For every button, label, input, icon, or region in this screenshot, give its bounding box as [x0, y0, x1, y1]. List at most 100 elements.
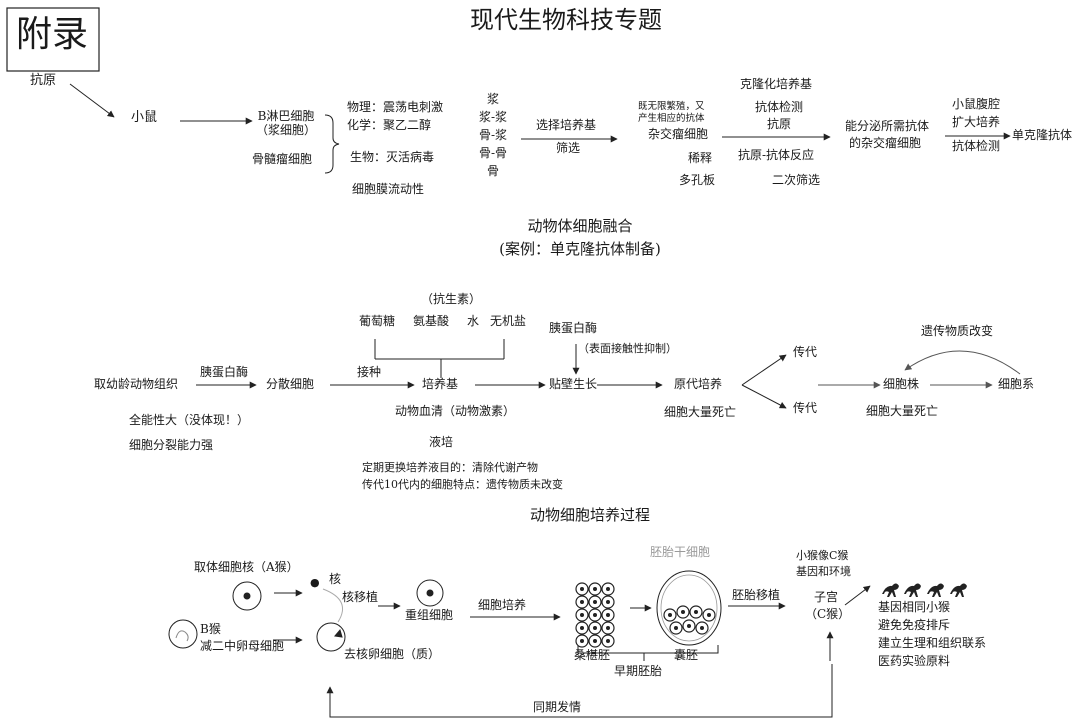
label-serum: 动物血清（动物激素） [395, 404, 516, 418]
label-antigen-2: 抗原 [767, 117, 792, 131]
label-c-monkey: （C猴） [805, 607, 851, 621]
label-contact-inhibition: （表面接触性抑制） [578, 342, 677, 355]
label-dilute: 稀释 [688, 151, 713, 165]
label-cell-strain: 细胞株 [883, 377, 920, 391]
label-clone-medium: 克隆化培养基 [740, 77, 813, 91]
label-division: 细胞分裂能力强 [129, 438, 214, 452]
label-genetic-change: 遗传物质改变 [921, 324, 994, 338]
monkey-icons [882, 583, 967, 597]
label-trypsin-2: 胰蛋白酶 [549, 321, 598, 335]
oocyte-spindle [175, 630, 189, 642]
label-b-cell: B淋巴细胞 [257, 109, 315, 123]
label-medium: 培养基 [422, 377, 459, 391]
recombined-cell [416, 579, 444, 607]
label-myeloma: 骨髓瘤细胞 [252, 152, 313, 166]
label-blastocyst: 囊胚 [674, 648, 699, 662]
morula-cells [575, 582, 615, 648]
label-note-1: 定期更换培养液目的：清除代谢产物 [362, 461, 538, 474]
fusion-type-4: 骨-骨 [478, 146, 508, 160]
label-hybridoma: 杂交瘤细胞 [648, 127, 709, 141]
label-totipotency: 全能性大（没体现！） [129, 413, 250, 427]
label-mouse: 小鼠 [131, 110, 158, 125]
label-tissue: 取幼龄动物组织 [94, 377, 179, 391]
label-gene-env: 基因和环境 [796, 565, 851, 578]
arrow-antigen-mouse [69, 83, 115, 118]
enucleated-egg [316, 622, 346, 652]
somatic-cell [232, 581, 262, 611]
outcome-4: 医药实验原料 [878, 654, 951, 668]
fusion-type-2: 浆-浆 [478, 110, 508, 124]
label-passage-1: 传代 [793, 345, 818, 359]
label-water: 水 [467, 314, 480, 328]
label-liquid-culture: 液培 [429, 435, 454, 449]
label-secreting-1: 能分泌所需抗体 [845, 119, 930, 133]
label-antibiotics: （抗生素） [421, 292, 482, 306]
label-death-1: 细胞大量死亡 [664, 405, 737, 419]
label-screen: 筛选 [556, 141, 581, 155]
inner-cell-mass [663, 605, 716, 635]
label-biological: 生物：灭活病毒 [350, 150, 435, 164]
label-enucleated: 去核卵细胞（质） [344, 647, 441, 661]
label-hybridoma-desc-1: 既无限繁殖，又 [638, 101, 705, 112]
label-antibody-test: 抗体检测 [755, 100, 804, 114]
page-title: 现代生物科技专题 [470, 6, 662, 34]
appendix-badge: 附录 [16, 14, 89, 55]
label-antibody-test-2: 抗体检测 [952, 139, 1001, 153]
blastocyst-inner [660, 574, 718, 642]
label-like-c: 小猴像C猴 [796, 549, 849, 562]
label-hybridoma-desc-2: 产生相应的抗体 [638, 113, 705, 124]
label-inoculate: 接种 [357, 365, 382, 379]
label-adherent: 贴壁生长 [549, 377, 598, 391]
somatic-nucleus [243, 592, 251, 600]
label-secreting-2: 的杂交瘤细胞 [849, 136, 922, 150]
label-take-nucleus: 取体细胞核（A猴） [194, 560, 299, 574]
label-passage-2: 传代 [793, 401, 818, 415]
arrow-outcome [844, 585, 871, 606]
caption-mab-case: (案例：单克隆抗体制备) [499, 240, 661, 258]
label-multiwell: 多孔板 [679, 173, 716, 187]
label-mouse-cavity: 小鼠腹腔 [952, 97, 1001, 111]
label-membrane: 细胞膜流动性 [352, 182, 425, 196]
label-dispersed: 分散细胞 [266, 377, 315, 391]
label-cell-line: 细胞系 [998, 377, 1035, 391]
arrow-passage-up [741, 354, 787, 386]
outcome-2: 避免免疫排斥 [878, 618, 951, 632]
label-physical: 物理：震荡电刺激 [347, 100, 444, 114]
label-chemical: 化学：聚乙二醇 [347, 118, 432, 132]
brace-fusion [324, 114, 340, 174]
label-death-2: 细胞大量死亡 [866, 404, 939, 418]
label-expand-culture: 扩大培养 [952, 115, 1001, 129]
outcome-3: 建立生理和组织联系 [878, 636, 987, 650]
label-note-2: 传代10代内的细胞特点：遗传物质未改变 [362, 478, 563, 491]
arrow-synchrony [326, 664, 833, 718]
outcome-1: 基因相同小猴 [878, 600, 951, 614]
caption-cell-fusion: 动物体细胞融合 [527, 217, 633, 235]
arc-transfer [322, 588, 343, 623]
label-early-embryo: 早期胚胎 [614, 664, 663, 678]
label-select-medium: 选择培养基 [536, 118, 597, 132]
caption-cell-culture: 动物细胞培养过程 [529, 506, 650, 524]
label-cell-culture: 细胞培养 [478, 598, 527, 612]
label-b-cell-sub: （浆细胞） [255, 123, 316, 137]
label-mab: 单克隆抗体 [1012, 128, 1073, 142]
label-nuclear-transfer: 核移植 [342, 590, 379, 604]
label-stem-cell: 胚胎干细胞 [650, 545, 711, 559]
label-uterus: 子宫 [814, 590, 839, 604]
blastocyst-outer [656, 570, 722, 646]
label-trypsin: 胰蛋白酶 [200, 365, 249, 379]
label-second-screen: 二次筛选 [772, 173, 821, 187]
label-b-monkey: B猴 [200, 622, 221, 636]
arrow-genetic-change [904, 350, 1021, 375]
label-morula: 桑椹胚 [574, 648, 611, 662]
oocyte-cell [168, 619, 198, 649]
label-antigen: 抗原 [30, 73, 57, 88]
recombined-nucleus [426, 589, 434, 597]
label-oocyte: 减二中卵母细胞 [200, 639, 285, 653]
label-embryo-transfer: 胚胎移植 [732, 588, 781, 602]
label-estrus: 同期发情 [533, 700, 582, 714]
nucleus-dot-icon: ● [310, 576, 320, 589]
badge-box [6, 7, 100, 72]
label-recombined: 重组细胞 [405, 608, 454, 622]
